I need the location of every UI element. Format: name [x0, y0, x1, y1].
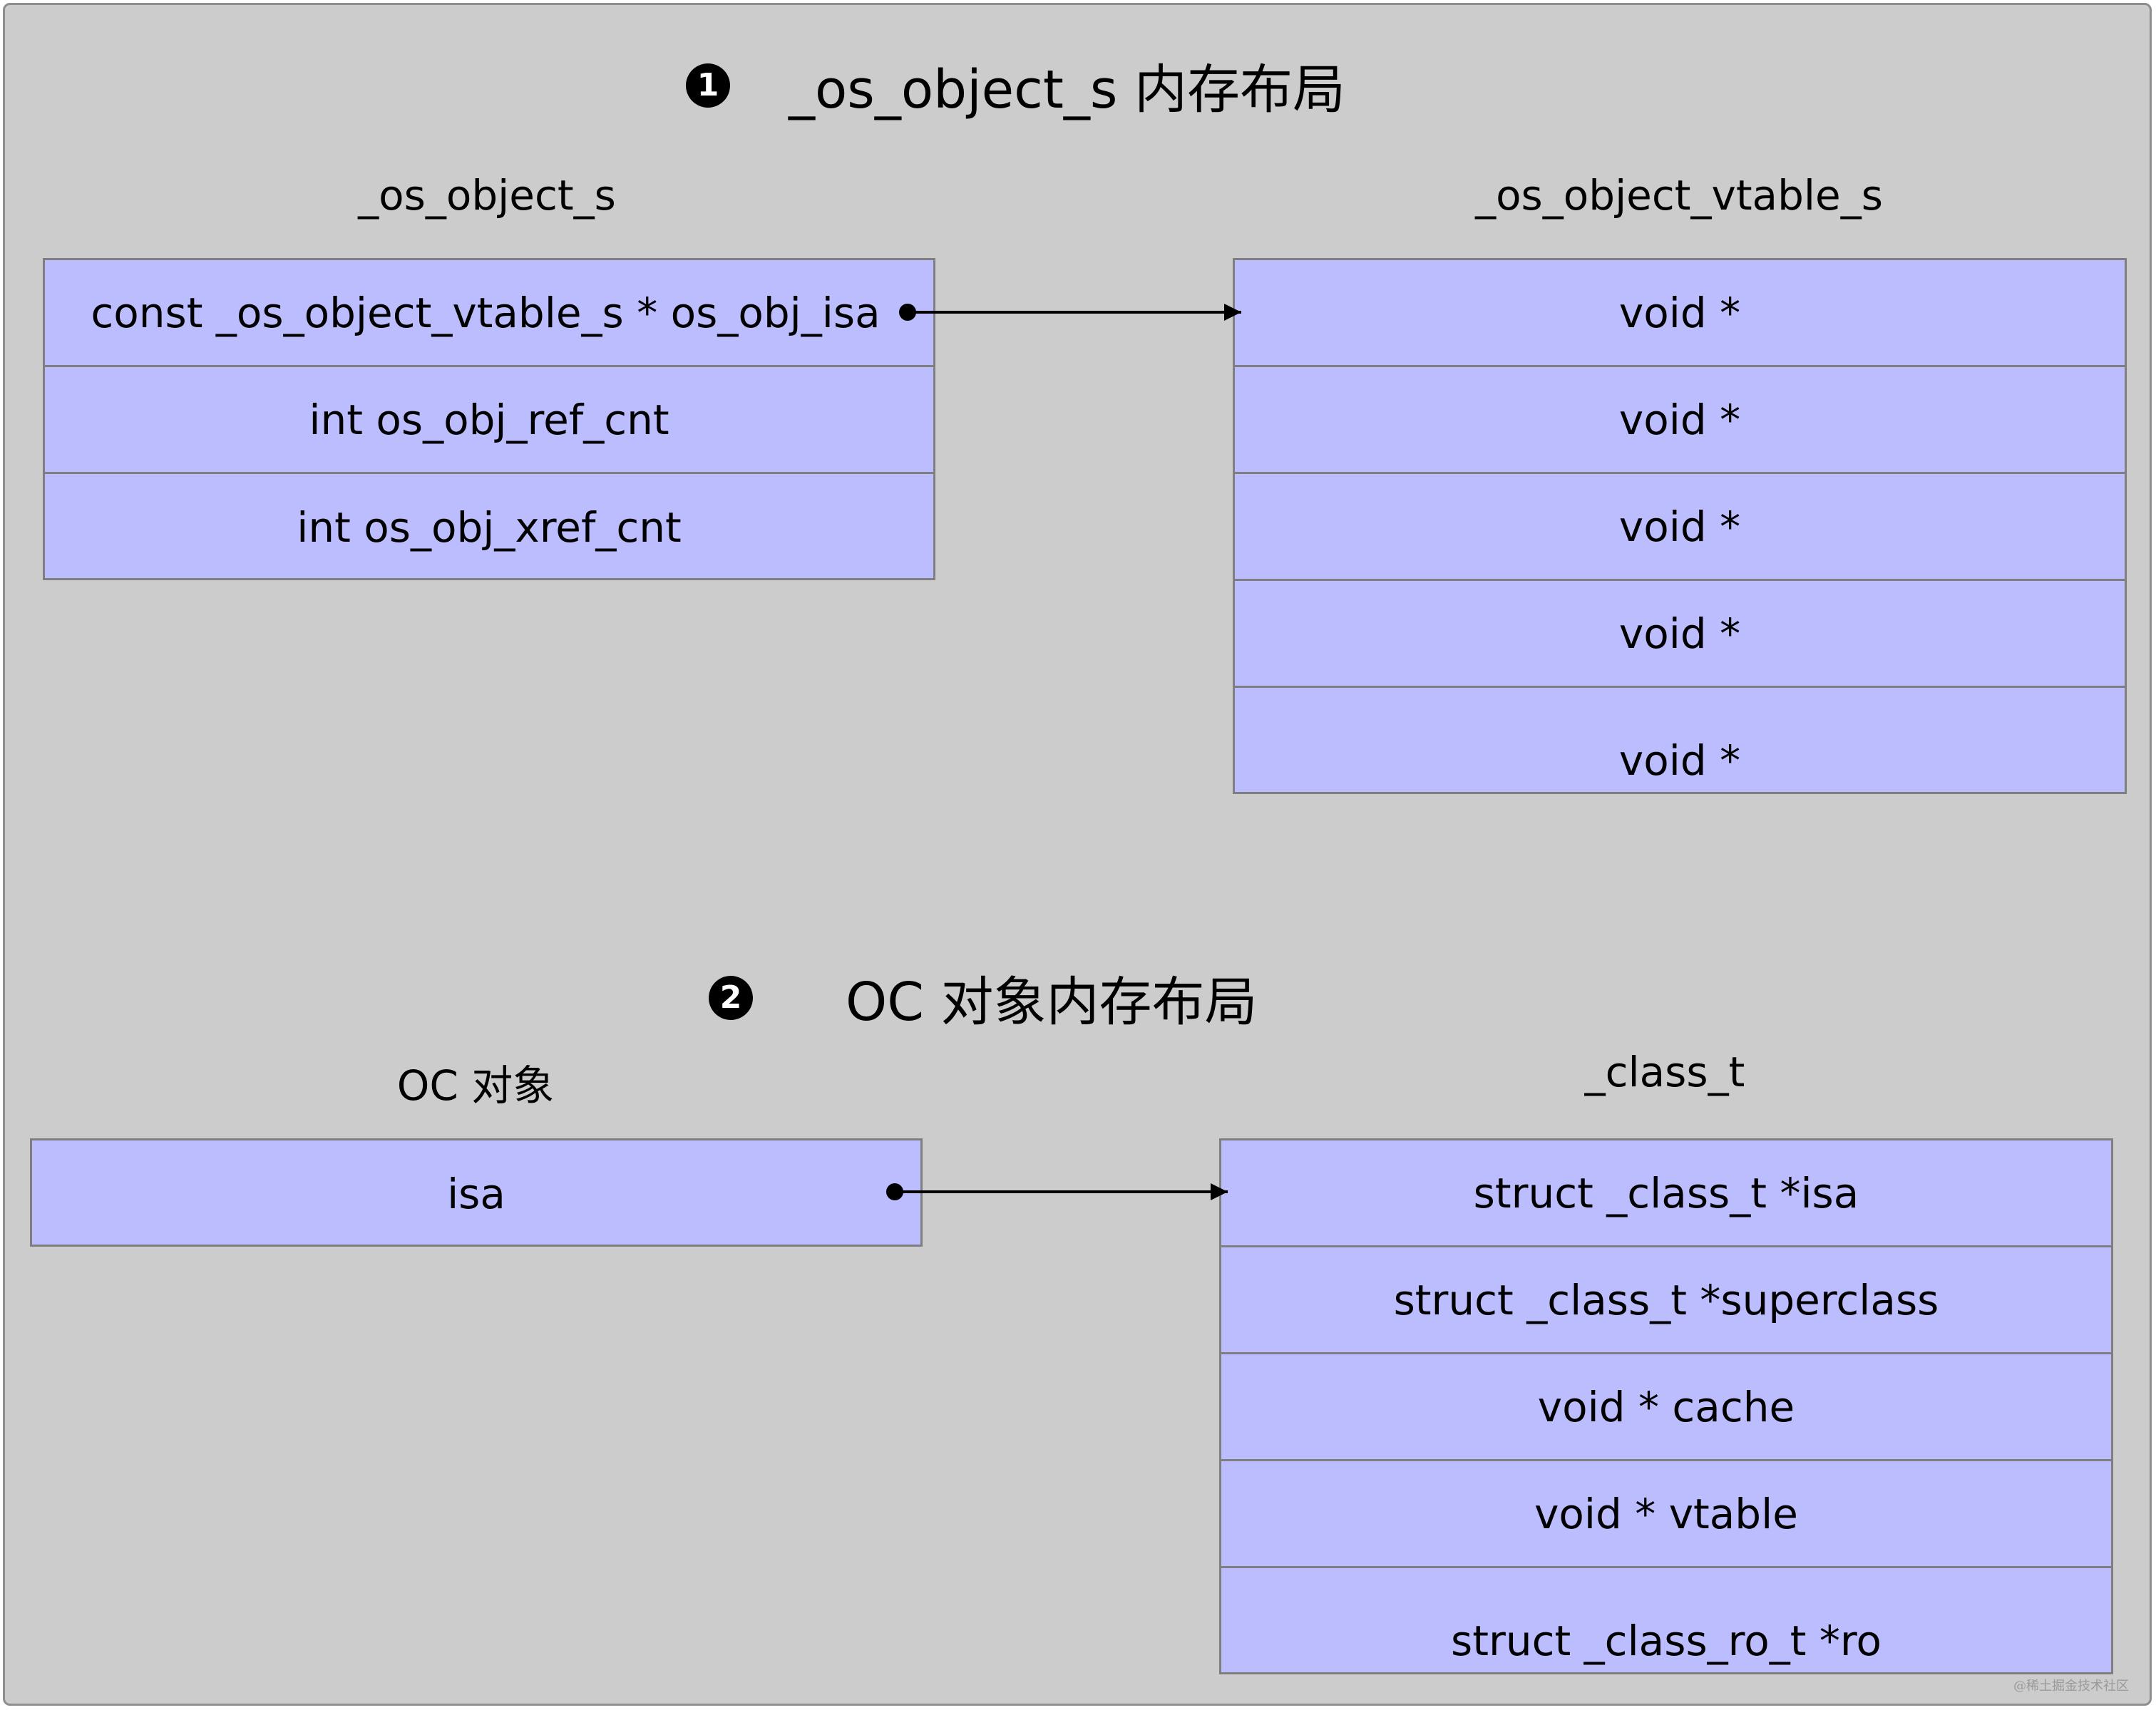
field-class-ro: struct _class_ro_t *ro — [1451, 1617, 1882, 1665]
field-isa: isa — [447, 1170, 505, 1218]
section1-number-badge: 1 — [686, 63, 730, 108]
vtable-slot: void * — [1235, 581, 2125, 688]
os-object-struct-name: _os_object_s — [358, 171, 616, 220]
oc-object-struct-name: OC 对象 — [396, 1061, 555, 1110]
section2-title: OC 对象内存布局 — [846, 972, 1258, 1033]
section2-number-badge: 2 — [709, 975, 753, 1020]
field-os-obj-isa: const _os_object_vtable_s * os_obj_isa — [45, 260, 933, 367]
vtable-slot: void * — [1618, 736, 1741, 785]
field-class-superclass: struct _class_t *superclass — [1221, 1247, 2111, 1354]
field-class-vtable: void * vtable — [1221, 1461, 2111, 1568]
section2-heading: 2 OC 对象内存布局 — [709, 959, 1257, 1036]
field-class-cache: void * cache — [1221, 1354, 2111, 1461]
os-object-vtable-struct-table: void * void * void * void * void * — [1233, 258, 2127, 794]
field-os-obj-ref-cnt: int os_obj_ref_cnt — [45, 367, 933, 474]
section1-heading: 1 _os_object_s 内存布局 — [686, 47, 1345, 123]
vtable-slot: void * — [1235, 474, 2125, 581]
oc-object-table: isa — [30, 1138, 923, 1247]
vtable-slot: void * — [1235, 260, 2125, 367]
os-object-struct-table: const _os_object_vtable_s * os_obj_isa i… — [43, 258, 935, 580]
field-class-isa: struct _class_t *isa — [1221, 1140, 2111, 1247]
os-object-vtable-struct-name: _os_object_vtable_s — [1475, 171, 1883, 220]
field-os-obj-xref-cnt: int os_obj_xref_cnt — [297, 503, 682, 552]
vtable-slot: void * — [1235, 367, 2125, 474]
watermark: @稀土掘金技术社区 — [2013, 1679, 2129, 1694]
section1-title: _os_object_s 内存布局 — [789, 59, 1345, 120]
class-t-struct-name: _class_t — [1584, 1048, 1745, 1096]
class-t-table: struct _class_t *isa struct _class_t *su… — [1219, 1138, 2113, 1674]
